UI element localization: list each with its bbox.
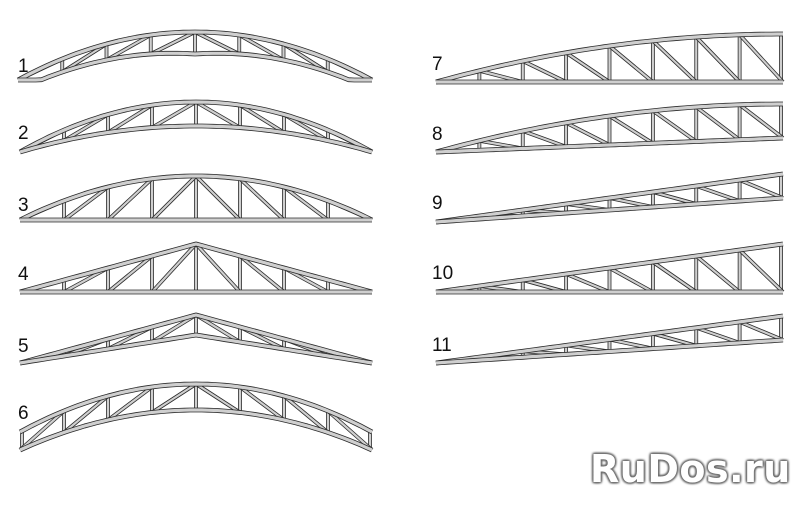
- truss-label-9: 9: [432, 193, 443, 214]
- truss-label-4: 4: [18, 264, 29, 285]
- truss-label-8: 8: [432, 124, 443, 145]
- truss-label-7: 7: [432, 54, 443, 75]
- truss-1: [16, 29, 374, 83]
- truss-6: [18, 381, 374, 453]
- truss-11: [435, 313, 784, 366]
- truss-5: [19, 312, 373, 366]
- truss-label-6: 6: [18, 403, 29, 424]
- truss-10: [435, 241, 785, 295]
- truss-label-2: 2: [18, 123, 29, 144]
- truss-label-5: 5: [18, 336, 29, 357]
- truss-label-11: 11: [432, 335, 452, 356]
- truss-4: [19, 241, 373, 295]
- truss-3: [18, 173, 374, 223]
- truss-2: [18, 99, 374, 155]
- truss-9: [435, 171, 784, 225]
- truss-label-3: 3: [18, 195, 29, 216]
- watermark-logo: RuDos.ru: [590, 447, 791, 491]
- truss-8: [435, 101, 785, 155]
- truss-label-10: 10: [432, 263, 454, 284]
- truss-7: [435, 31, 785, 85]
- truss-label-1: 1: [18, 56, 29, 77]
